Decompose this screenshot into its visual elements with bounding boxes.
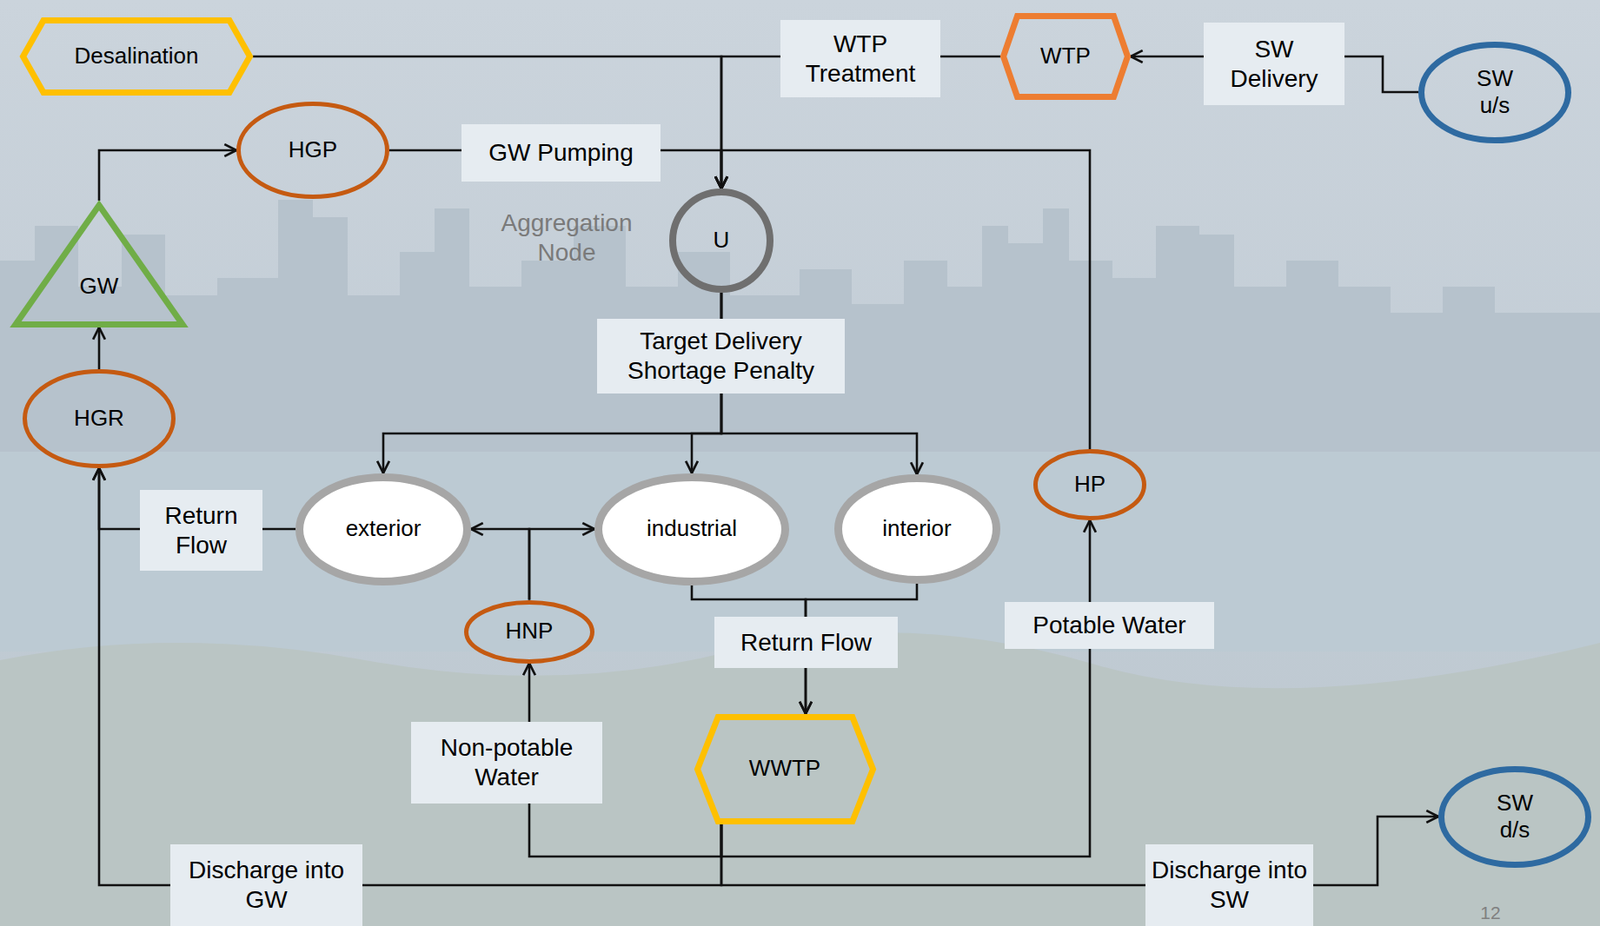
hexagon-border — [23, 20, 251, 93]
hexagon-border — [697, 717, 873, 822]
ellipse-border — [1035, 451, 1145, 519]
node-text-block: HP — [1074, 471, 1106, 498]
flow-label: SW Delivery — [1208, 34, 1340, 93]
annotation-text: Aggregation Node — [479, 208, 654, 267]
shape-outline — [10, 200, 188, 328]
flow-label: GW Pumping — [488, 138, 634, 168]
flow-label: Return Flow — [145, 501, 258, 560]
aggregation-circle: U — [669, 188, 774, 293]
flow-label: Target Delivery Shortage Penalty — [602, 326, 840, 386]
flow-label-box: GW Pumping — [461, 124, 661, 182]
ellipse-border — [672, 192, 771, 290]
node-text-block: Desalination — [73, 42, 199, 70]
node-label: exterior — [345, 515, 422, 543]
hub-ellipse: HNP — [464, 600, 595, 664]
flow-connector — [98, 327, 101, 370]
node-label: interior — [882, 515, 951, 543]
hub-ellipse: HGP — [236, 101, 390, 200]
flow-connector — [529, 529, 595, 601]
ellipse-border — [1441, 769, 1589, 865]
triangle-border — [15, 205, 183, 325]
node-text-block: HGP — [288, 136, 338, 164]
node-label: HNP — [505, 617, 554, 645]
ellipse-border — [598, 477, 786, 582]
node-label: industrial — [646, 515, 737, 543]
flow-label-box: WTP Treatment — [780, 19, 941, 98]
node-text-block: exterior — [345, 515, 422, 543]
ellipse-border — [25, 371, 174, 467]
flow-label-box: Potable Water — [1004, 602, 1215, 650]
node-label: SW u/s — [1464, 65, 1526, 120]
flow-connector — [99, 150, 237, 201]
node-text-block: HNP — [505, 617, 554, 645]
node-label: HGP — [288, 136, 338, 164]
flow-label-box: Discharge into SW — [1145, 844, 1314, 926]
riverbank-trees — [0, 632, 1600, 926]
flow-label: Discharge into GW — [175, 856, 358, 915]
flow-label-box: Target Delivery Shortage Penalty — [597, 318, 845, 394]
node-text-block: SW d/s — [1484, 790, 1546, 844]
node-label: SW d/s — [1484, 790, 1546, 844]
treatment-hexagon: WTP — [1000, 13, 1131, 100]
ellipse-border — [466, 602, 593, 662]
ellipse-border — [239, 104, 388, 198]
skyline-silhouette — [0, 199, 1600, 452]
node-label: WTP — [1040, 42, 1091, 70]
flow-label: Discharge into SW — [1150, 856, 1308, 915]
node-label: HP — [1074, 471, 1106, 498]
node-text-block: SW u/s — [1464, 65, 1526, 120]
flow-label: Potable Water — [1032, 610, 1186, 641]
node-text-block: HGR — [73, 404, 125, 432]
flow-label-box: Non-potable Water — [411, 722, 603, 804]
page-number: 12 — [1468, 902, 1513, 924]
node-text-block: U — [713, 226, 731, 254]
flow-label: Return Flow — [740, 628, 872, 658]
node-text-block: WTP — [1040, 42, 1091, 70]
node-label: WWTP — [749, 755, 821, 783]
flow-connector — [721, 816, 1439, 886]
node-label: Desalination — [73, 42, 199, 70]
river-ellipse: SW u/s — [1418, 41, 1572, 144]
flow-connector — [721, 150, 1090, 450]
flow-label-box: Return Flow — [139, 490, 263, 571]
treatment-hexagon: WWTP — [694, 714, 877, 825]
ellipse-border — [1421, 44, 1569, 140]
ellipse-border — [837, 478, 996, 581]
flow-label-box: Return Flow — [714, 617, 898, 669]
flow-label: Non-potable Water — [416, 733, 598, 792]
flow-connector — [252, 56, 722, 189]
node-text-block: GW — [79, 272, 120, 300]
source-hexagon: Desalination — [19, 17, 253, 96]
node-text-block: industrial — [646, 515, 737, 543]
node-text-block: interior — [882, 515, 951, 543]
demand-ellipse: industrial — [594, 473, 790, 586]
groundwater-triangle: GW — [10, 200, 188, 328]
node-text-block: WWTP — [749, 755, 821, 783]
hub-ellipse: HGR — [22, 369, 176, 469]
flow-label: WTP Treatment — [785, 29, 936, 88]
node-label: U — [713, 226, 731, 254]
hub-ellipse: HP — [1033, 449, 1147, 521]
demand-ellipse: interior — [834, 474, 1001, 585]
node-label: HGR — [73, 404, 125, 432]
node-label: GW — [79, 272, 120, 300]
ellipse-border — [299, 477, 468, 582]
flow-label-box: Discharge into GW — [170, 844, 363, 926]
flow-connector — [471, 529, 530, 601]
demand-ellipse: exterior — [295, 473, 472, 586]
hexagon-border — [1003, 16, 1129, 98]
flow-label-box: SW Delivery — [1203, 22, 1345, 106]
river-ellipse: SW d/s — [1438, 766, 1592, 869]
